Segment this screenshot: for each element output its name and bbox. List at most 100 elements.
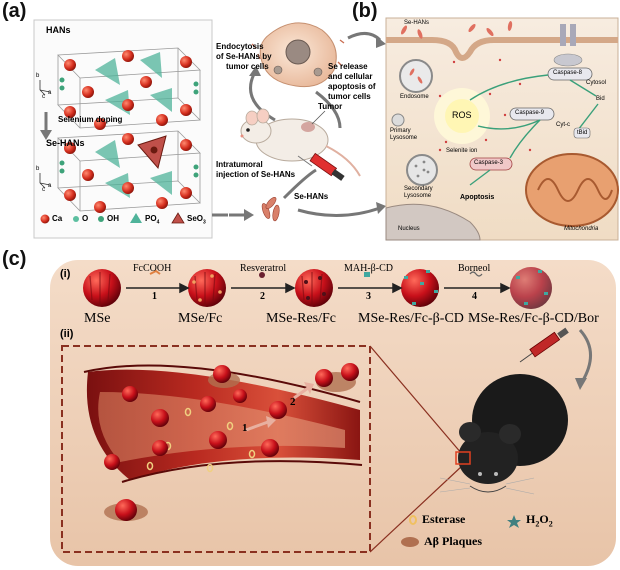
nucleus [385,203,481,241]
axis-label-a-bottom: a [48,183,52,189]
product-mse-res-fc-cd: MSe-Res/Fc-β-CD [358,311,464,326]
esterase-marks [146,407,256,473]
primary-lysosome [391,113,405,127]
release-line-4: tumor cells [328,92,371,101]
secondary-lysosome [406,154,438,186]
vessel-arrow-num-1: 1 [242,422,248,434]
legend-po4-sub: 4 [156,219,160,226]
step3-reagent: MAH-β-CD [344,263,393,274]
b-cytosol: Cytosol [586,80,607,86]
endocytosis-line-1: Endocytosis [216,42,264,51]
b-caspase9: Caspase-9 [515,110,545,116]
membrane-particles [400,21,513,39]
mouse-illustration [240,108,361,177]
doping-label: Selenium doping [58,115,123,124]
tumor-cell [251,22,345,88]
caspase3-box [469,157,513,171]
pathway-arrows [469,74,599,186]
crystal-title-se-hans: Se-HANs [46,138,85,148]
step1-reagent: FcCOOH [133,263,172,274]
endocytosis-line-2: of Se-HANs by [216,52,272,61]
axis-label-c-bottom: c [42,187,45,193]
b-sehans-label: Se-HANs [404,20,430,26]
legend-seo3-sub: 3 [203,219,206,226]
endosome [399,59,433,93]
legend-h2o2-h: H [526,512,536,526]
arrow-release [315,90,342,129]
b-ros: ROS [452,110,472,120]
legend-h2o2-sub1: 2 [535,519,540,529]
b-primary-lysosome-2: Lysosome [390,135,418,141]
injection-line-2: injection of Se-HANs [216,170,296,179]
crystal-lattice-se-hans [57,130,201,213]
legend-oh: OH [107,214,119,223]
product-mse: MSe [84,311,111,326]
sphere-mse-res-fc-cd [401,269,439,307]
zoom-line-top [369,345,463,455]
death-receptor [553,24,583,67]
black-mouse [439,374,568,495]
c-sub-i: (i) [60,268,71,280]
arrow-sehans-to-b [297,206,381,217]
b-selenite-ion: Selenite ion [446,148,478,154]
resveratrol-icon [259,272,265,278]
panel-b-label: (b) [352,0,378,22]
se-hans-particles [261,197,280,222]
axis-label-b-bottom: b [36,166,40,172]
vessel-arrow-num-2: 2 [290,396,296,408]
step3-num: 3 [366,291,371,302]
legend-h2o2-sub2: 2 [548,519,553,529]
release-text: Se release and cellular apoptosis of tum… [328,62,376,102]
arrow-inject [578,328,592,383]
legend-seo3-text: SeO [187,214,204,223]
vessel-nanoparticles [104,386,279,470]
sphere-mse-fc [188,269,226,307]
crystal-title-hans: HANs [46,25,71,35]
b-primary-lysosome-1: Primary [390,128,411,134]
legend-po4: PO4 [145,214,159,226]
b-primary-lysosome: Primary Lysosome [390,128,417,142]
product-mse-res-fc: MSe-Res/Fc [266,311,336,326]
mitochondria [525,153,619,227]
release-line-3: apoptosis of [328,82,376,91]
step4-num: 4 [472,291,477,302]
endocytosis-line-3: tumor cells [226,62,269,71]
b-endosome: Endosome [400,94,429,100]
legend-h2o2: H2O2 [526,512,553,528]
plaque-cluster-2 [315,363,359,392]
step4-reagent: Borneol [458,263,491,274]
axis-label-a-top: a [48,90,52,96]
selenite-dots [438,58,532,152]
tumor-mark [301,122,315,132]
b-nucleus: Nucleus [398,226,420,232]
axes-bottom-icon [39,173,51,189]
injection-text: Intratumoral injection of Se-HANs [216,160,295,180]
axes-top-icon [39,80,51,96]
cd-icon [364,272,370,277]
product-mse-res-fc-cd-bor: MSe-Res/Fc-β-CD/Bor [468,311,599,326]
syringe-a [297,152,345,181]
sphere-mse-res-fc [295,269,333,307]
zoom-line-bottom [369,465,463,553]
caspase9-box [509,107,555,121]
sphere-mse [83,269,121,307]
legend-ca: Ca [52,214,63,223]
release-line-2: and cellular [328,72,373,81]
legend-c-icons [401,515,521,547]
brain-region-marker [455,451,471,465]
cell-membrane [386,37,618,61]
b-bid: Bid [596,96,605,102]
b-tbid: tBid [577,130,588,136]
legend-po4-text: PO [145,214,157,223]
crossing-particle [269,401,287,419]
b-secondary-lysosome-1: Secondary [404,186,433,192]
b-caspase8: Caspase-8 [553,70,583,76]
axis-label-b-top: b [36,73,40,79]
injection-line-1: Intratumoral [216,160,263,169]
step2-reagent: Resveratrol [240,263,287,274]
crystal-lattice-hans [57,47,201,130]
fccooh-icon [149,269,161,275]
tumor-label: Tumor [318,102,343,111]
vessel-arrows [245,386,309,432]
